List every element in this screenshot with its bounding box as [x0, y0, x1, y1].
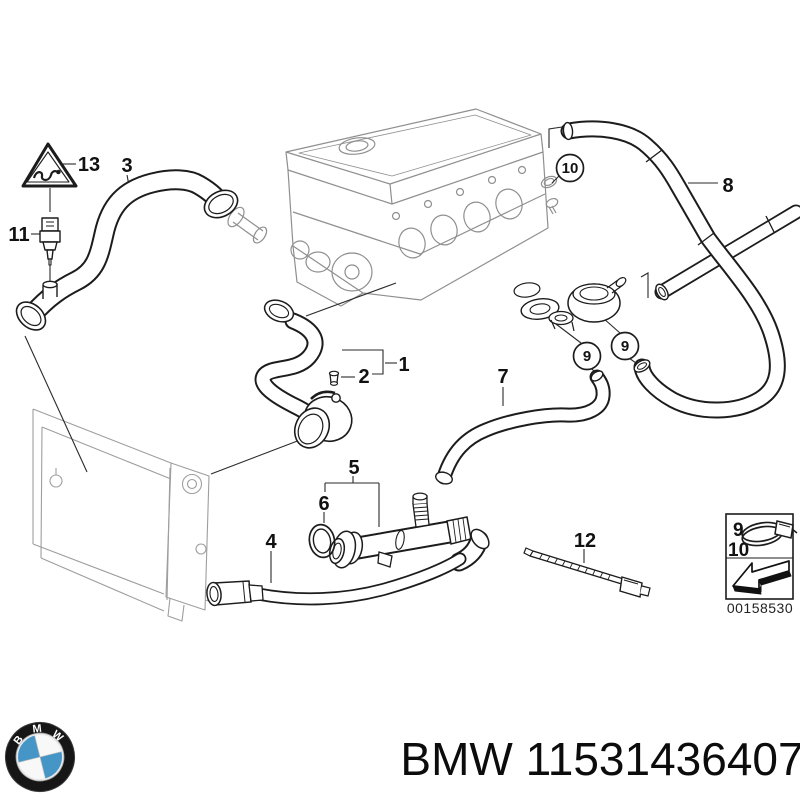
- hose-clamp-icon: [741, 520, 798, 547]
- label-12: 12: [574, 530, 596, 552]
- label-5: 5: [348, 457, 359, 479]
- label-13: 13: [78, 154, 100, 176]
- hose-3: [15, 169, 239, 331]
- logo-letter-m: M: [32, 723, 42, 736]
- label-11: 11: [8, 224, 29, 246]
- plug-2: [328, 370, 340, 386]
- legend-10-text: 10: [728, 540, 749, 561]
- callout-9a-text: 9: [583, 348, 591, 365]
- part-number-text: BMW 11531436407: [400, 733, 800, 785]
- logo-quadrant-tr: [34, 735, 62, 757]
- callout-9b-text: 9: [621, 338, 629, 355]
- direction-arrow-icon: [732, 560, 792, 595]
- flange-part: [513, 276, 627, 332]
- logo-quadrant-tl: [18, 735, 40, 763]
- callout-circle-10: 10: [555, 153, 585, 183]
- label-1: 1: [398, 354, 409, 376]
- leader-lines: [24, 126, 718, 583]
- part-labels: 13 3 11 1 2 5 6 4 7 8 12: [8, 154, 733, 553]
- legend-box: 9 10 00158530: [725, 513, 798, 616]
- legend-9-text: 9: [733, 520, 744, 541]
- label-4: 4: [265, 531, 277, 553]
- hose-1: [254, 299, 324, 425]
- diagram-number: 00158530: [727, 600, 793, 616]
- logo-quadrant-br: [40, 751, 62, 779]
- label-3: 3: [121, 155, 132, 177]
- bmw-roundel-icon: B M W: [5, 722, 75, 792]
- radiator-drawing: [32, 408, 215, 622]
- hose-8: [560, 120, 786, 419]
- cable-tie-12: [523, 547, 651, 598]
- label-7: 7: [497, 366, 508, 388]
- hose-4: [206, 552, 467, 607]
- warning-triangle-icon: [21, 142, 78, 188]
- thermostat-housing: [293, 390, 353, 449]
- logo-quadrant-bl: [18, 757, 46, 779]
- coolant-sensor: [39, 217, 61, 266]
- callout-circle-9a: 9: [572, 341, 602, 371]
- label-2: 2: [358, 366, 369, 388]
- callout-circle-9b: 9: [610, 331, 640, 361]
- callout-10-text: 10: [562, 160, 579, 177]
- label-8: 8: [722, 175, 733, 197]
- hose-7: [435, 369, 611, 485]
- label-6: 6: [318, 493, 329, 515]
- o-ring-6: [308, 523, 336, 559]
